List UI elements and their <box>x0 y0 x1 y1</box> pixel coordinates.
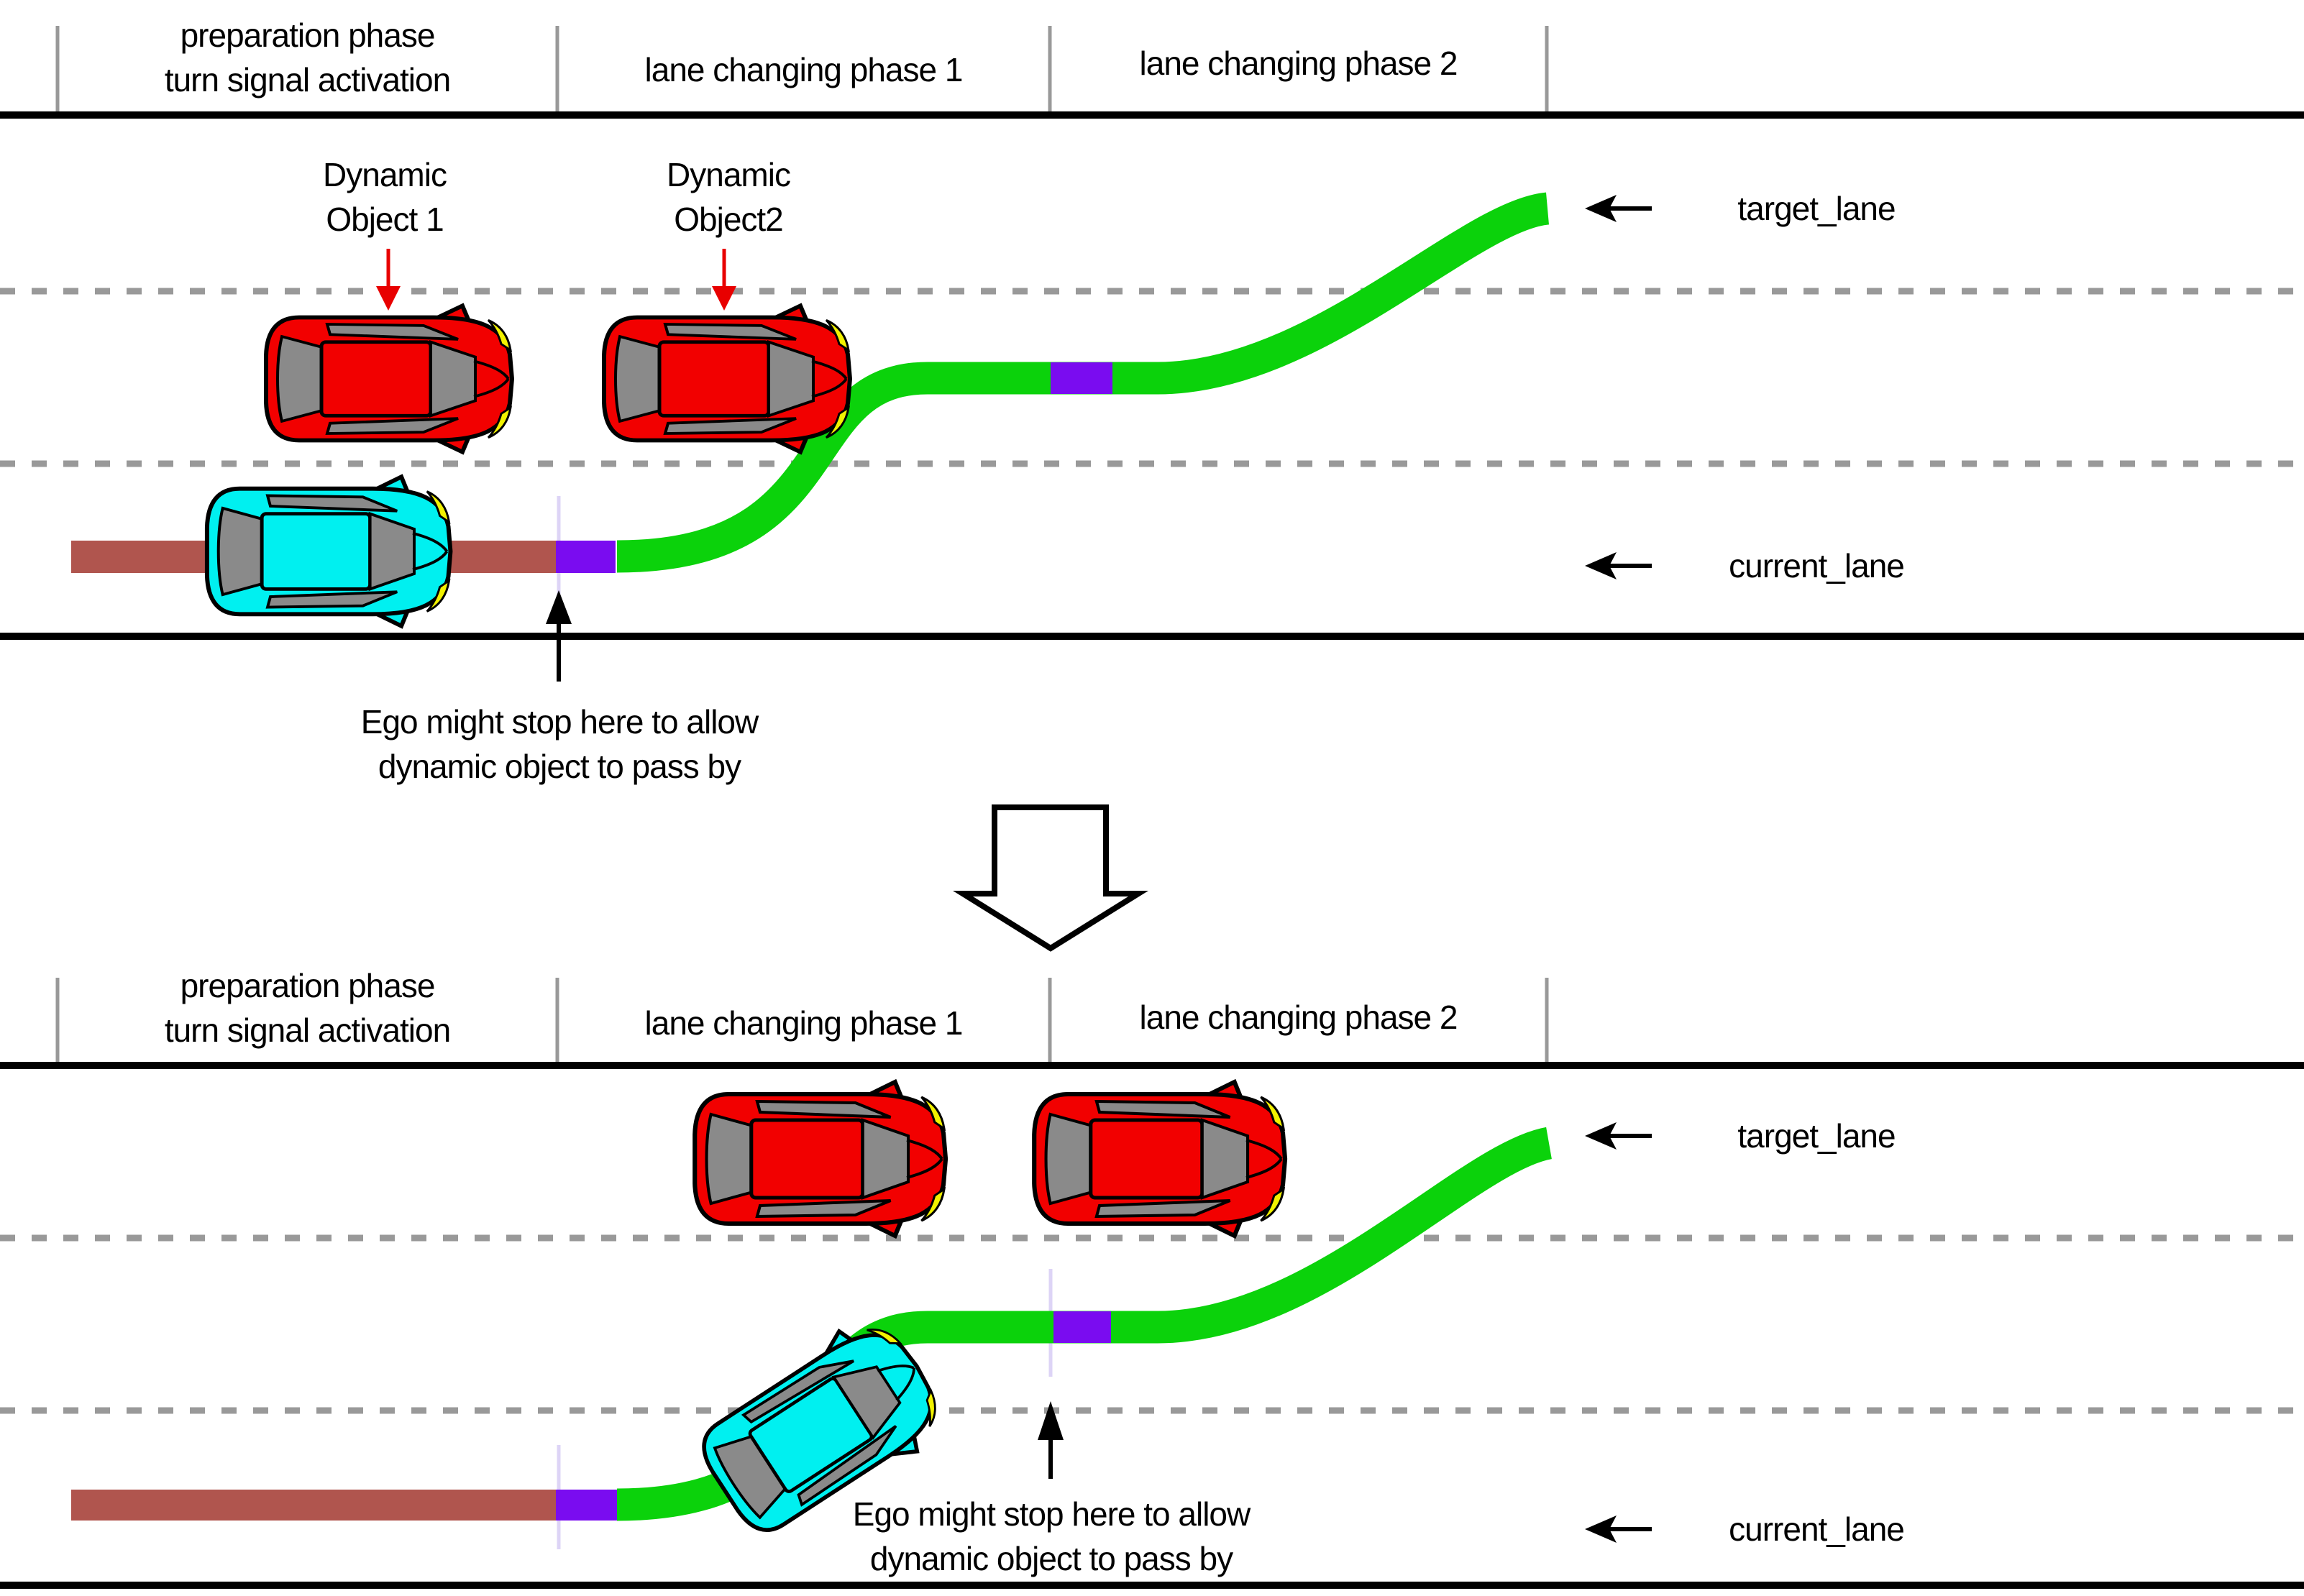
annotation-line: Dynamic <box>667 156 791 193</box>
stop-segment-2 <box>1051 362 1112 394</box>
down-arrow-icon <box>953 804 1148 952</box>
bottom-panel-graphics <box>0 978 2304 1589</box>
phase-label-line: lane changing phase 2 <box>1139 45 1458 82</box>
phase-label-preparation: preparation phase turn signal activation <box>58 963 557 1052</box>
current-lane-label: current_lane <box>1729 547 1905 584</box>
stop-segment-1 <box>556 1490 617 1521</box>
annotation-line: Dynamic <box>323 156 447 193</box>
annotation-line: dynamic object to pass by <box>869 1540 1233 1577</box>
ego-stop-note: Ego might stop here to allow dynamic obj… <box>782 1492 1321 1581</box>
dynamic-object-1-car <box>266 306 512 451</box>
left-arrow-icon <box>1585 1122 1652 1150</box>
phase-label-lane-change-1: lane changing phase 1 <box>557 1001 1050 1045</box>
phase-label-line: lane changing phase 2 <box>1139 999 1458 1036</box>
phase-label-preparation: preparation phase turn signal activation <box>58 13 557 102</box>
target-lane-label: target_lane <box>1737 1117 1896 1155</box>
phase-label-line: lane changing phase 1 <box>644 51 964 88</box>
dynamic-object-1-car <box>695 1082 946 1236</box>
phase-label-line: turn signal activation <box>164 1012 451 1049</box>
ego-stop-note: Ego might stop here to allow dynamic obj… <box>290 700 829 789</box>
phase-label-line: preparation phase <box>180 17 436 54</box>
dynamic-object-2-label: Dynamic Object2 <box>621 152 836 242</box>
phase-label-line: preparation phase <box>180 967 436 1004</box>
phase-label-lane-change-1: lane changing phase 1 <box>557 47 1050 92</box>
red-down-arrow-icon <box>376 249 401 311</box>
top-panel-graphics <box>0 26 2304 682</box>
phase-label-line: lane changing phase 1 <box>644 1004 964 1042</box>
annotation-line: Object2 <box>674 201 784 238</box>
traveled-path <box>71 1490 556 1521</box>
current-lane-label: current_lane <box>1729 1510 1905 1548</box>
left-arrow-icon <box>1585 195 1652 222</box>
ego-car <box>207 477 451 626</box>
annotation-line: Ego might stop here to allow <box>852 1495 1251 1533</box>
target-lane-label: target_lane <box>1737 190 1896 227</box>
stop-segment-1 <box>556 541 616 573</box>
annotation-line: dynamic object to pass by <box>378 748 741 785</box>
up-arrow-icon <box>1038 1401 1064 1479</box>
phase-label-lane-change-2: lane changing phase 2 <box>1050 995 1547 1040</box>
phase-label-lane-change-2: lane changing phase 2 <box>1050 41 1547 86</box>
dynamic-object-2-car <box>604 306 850 451</box>
annotation-line: Ego might stop here to allow <box>360 703 759 740</box>
dynamic-object-1-label: Dynamic Object 1 <box>277 152 493 242</box>
annotation-line: Object 1 <box>326 201 444 238</box>
planned-trajectory <box>616 192 1550 573</box>
red-down-arrow-icon <box>712 249 736 311</box>
dynamic-object-2-car <box>1034 1082 1285 1236</box>
left-arrow-icon <box>1585 552 1652 579</box>
stop-segment-2 <box>1053 1311 1111 1343</box>
left-arrow-icon <box>1585 1515 1652 1543</box>
up-arrow-icon <box>546 590 572 682</box>
phase-label-line: turn signal activation <box>164 61 451 98</box>
